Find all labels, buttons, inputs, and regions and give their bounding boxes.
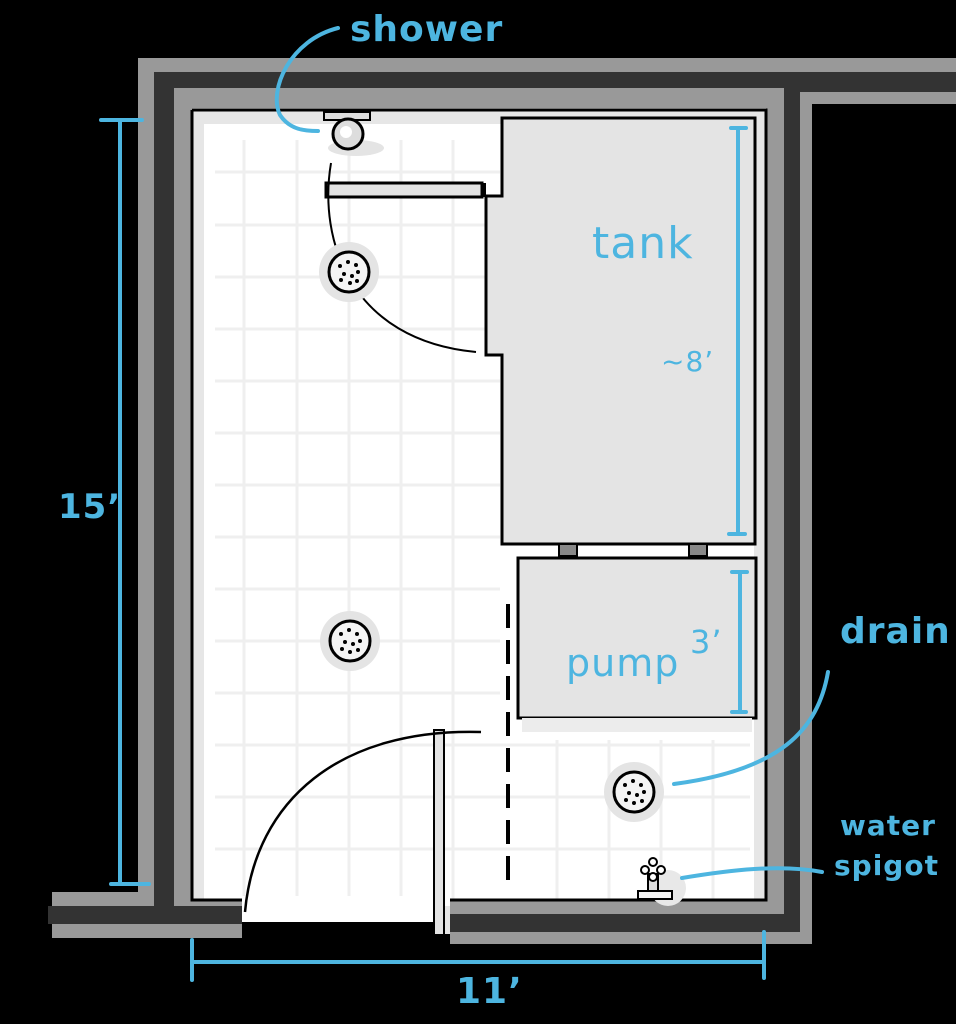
entry-door — [242, 729, 482, 936]
floor-drain-lower-icon — [604, 762, 664, 822]
pump-dimension-label: 3’ — [690, 623, 723, 661]
drain-leader — [672, 670, 830, 786]
spigot-label: spigot — [834, 849, 939, 882]
shower-label: shower — [350, 9, 504, 50]
walls — [48, 58, 956, 944]
tank-label: tank — [592, 218, 694, 269]
width-dimension-label: 11’ — [456, 971, 523, 1012]
height-dimension-line — [99, 118, 151, 886]
water-label: water — [840, 809, 936, 842]
shower-rail — [324, 181, 486, 199]
pump — [516, 556, 758, 732]
shower-leader — [274, 26, 340, 133]
floor-drain-middle-icon — [320, 611, 380, 671]
tank-dimension-line — [727, 126, 748, 536]
tank — [484, 116, 757, 557]
floor-drain-upper-icon — [319, 242, 379, 302]
drain-label: drain — [840, 611, 951, 652]
height-dimension-label: 15’ — [58, 487, 122, 527]
annotation-leaders — [274, 26, 830, 880]
width-dimension-line — [190, 930, 766, 982]
shower-head-icon — [323, 111, 384, 156]
water-spigot-icon — [637, 857, 686, 906]
pump-label: pump — [566, 641, 680, 685]
pump-dimension-line — [730, 570, 749, 714]
spigot-leader — [680, 866, 824, 880]
tank-dimension-label: ~8’ — [661, 345, 715, 378]
